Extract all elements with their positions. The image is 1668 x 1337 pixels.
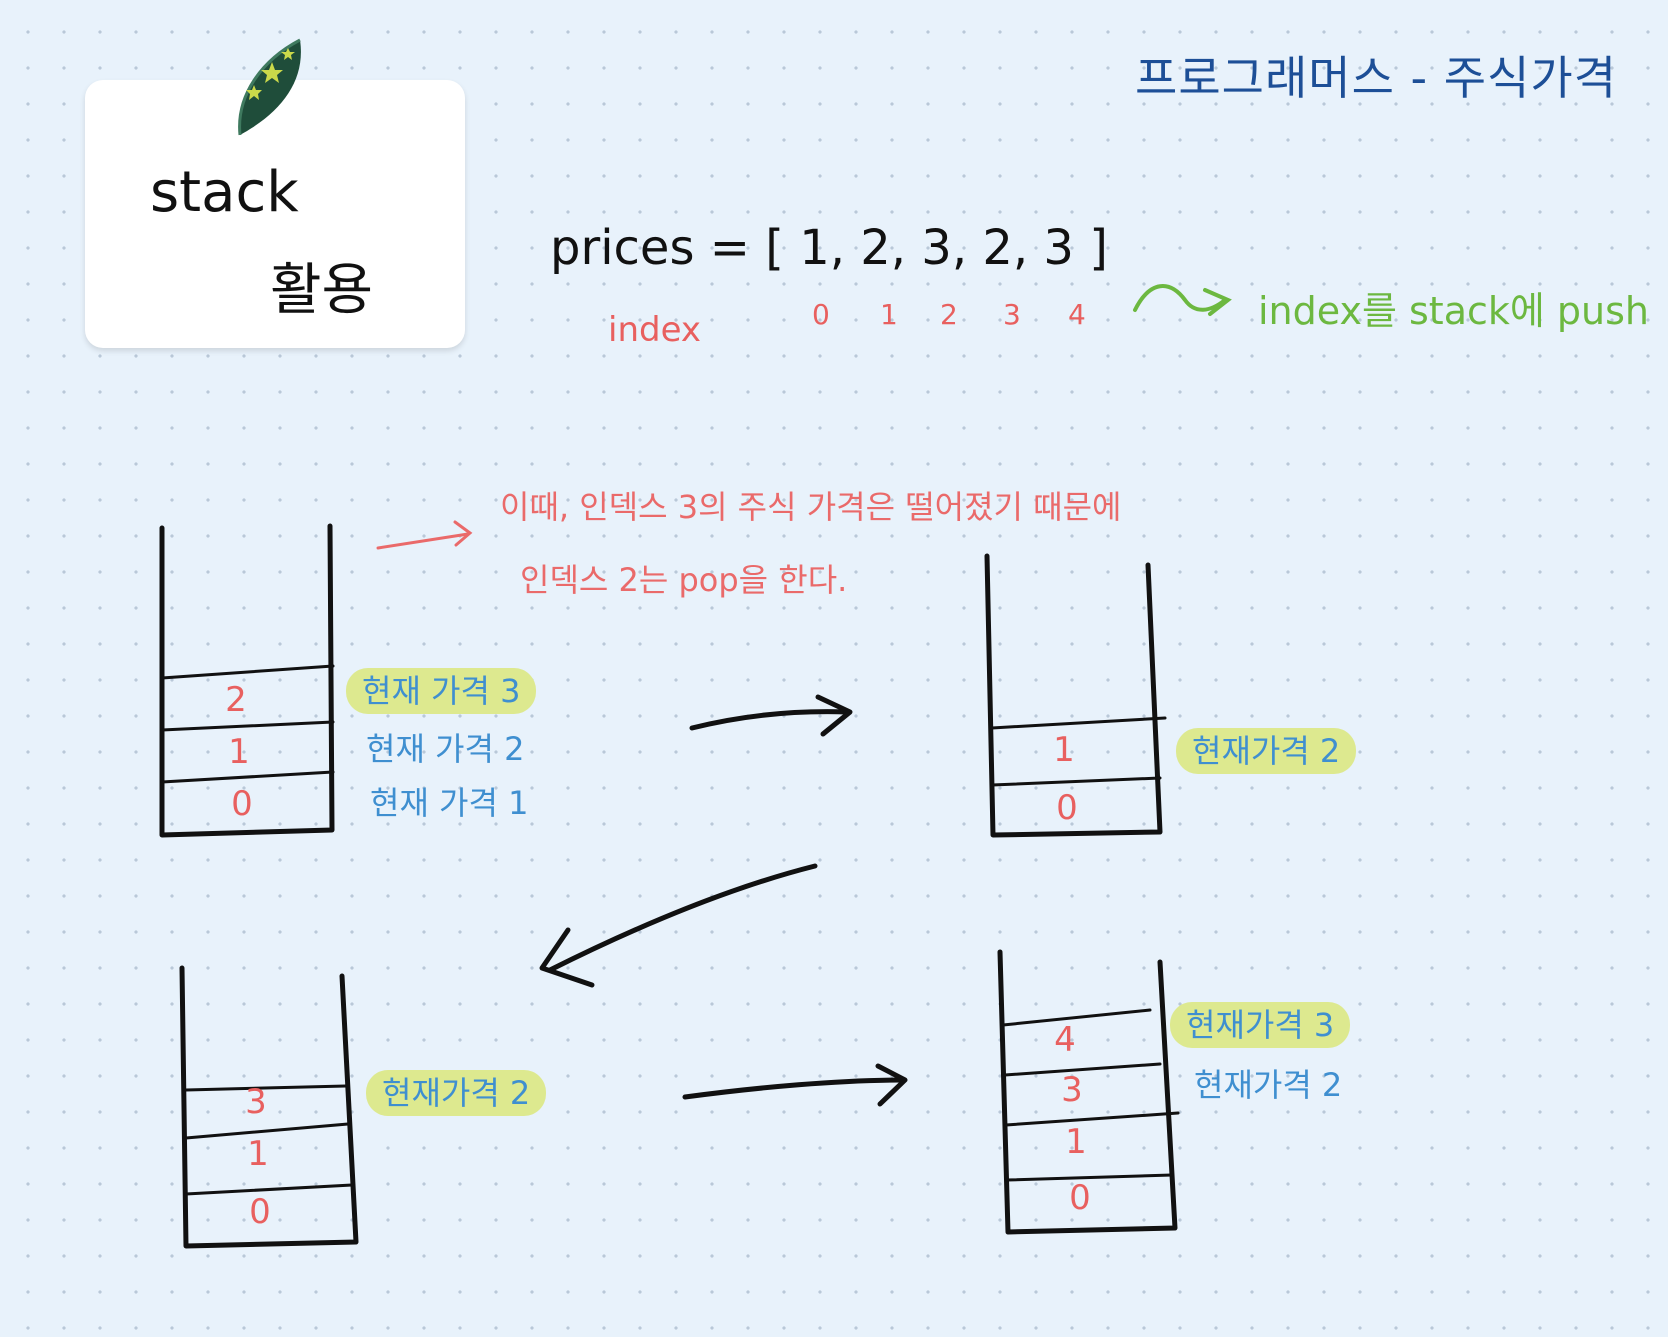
- stack1-price-label: 현재 가격 2: [366, 730, 525, 768]
- stack3-item: 0: [249, 1192, 271, 1232]
- stack3-price-label: 현재가격 2: [366, 1068, 547, 1116]
- stack1-item: 1: [228, 732, 250, 772]
- stack2-item: 1: [1053, 730, 1075, 770]
- sticky-card: [85, 80, 465, 348]
- stack1-divider: [160, 770, 335, 784]
- index-3: 3: [1003, 298, 1021, 331]
- index-label: index: [608, 310, 702, 350]
- stack1-divider: [160, 664, 335, 680]
- stack1-price-label: 현재 가격 3: [346, 666, 537, 714]
- prices-formula: prices = [ 1, 2, 3, 2, 3 ]: [550, 220, 1108, 276]
- stack1-container: [159, 523, 335, 838]
- stack4-divider: [1005, 1173, 1174, 1182]
- index-4: 4: [1068, 298, 1086, 331]
- stack2-divider: [990, 776, 1162, 787]
- stack4-divider: [1003, 1062, 1162, 1077]
- index-2: 2: [940, 298, 958, 331]
- stack1-price-label: 현재 가격 1: [370, 784, 529, 822]
- red-note-line2: 인덱스 2는 pop을 한다.: [520, 561, 848, 599]
- stack4-item: 0: [1069, 1178, 1091, 1218]
- stack3-container: [179, 965, 359, 1249]
- arrow-right-bottom: [682, 1077, 906, 1100]
- stack2-divider: [990, 716, 1167, 730]
- green-note: index를 stack에 push: [1258, 289, 1650, 333]
- stack4-price-label: 현재가격 2: [1194, 1066, 1343, 1104]
- stack4-divider: [1001, 1008, 1152, 1027]
- stack4-item: 3: [1061, 1070, 1083, 1110]
- stack1-item: 0: [231, 784, 253, 824]
- arrow-right-top: [689, 709, 851, 731]
- arrow-diagonal: [547, 863, 818, 973]
- stack3-item: 1: [247, 1134, 269, 1174]
- stack4-divider: [1004, 1111, 1180, 1127]
- stack3-divider: [184, 1084, 348, 1092]
- stack4-item: 4: [1054, 1020, 1076, 1060]
- page-title: 프로그래머스 - 주식가격: [1135, 51, 1618, 105]
- stack2-container: [984, 553, 1163, 838]
- index-1: 1: [880, 298, 898, 331]
- stack1-divider: [160, 720, 335, 732]
- stack3-divider: [184, 1183, 354, 1196]
- stack2-item: 0: [1056, 788, 1078, 828]
- stack4-container: [997, 949, 1178, 1235]
- stack2-price-label: 현재가격 2: [1176, 726, 1357, 774]
- card-subtitle: 활용: [270, 258, 374, 323]
- stack3-item: 3: [245, 1082, 267, 1122]
- stack3-divider: [184, 1122, 350, 1140]
- card-title: stack: [150, 160, 299, 225]
- red-note-line1: 이때, 인덱스 3의 주식 가격은 떨어졌기 때문에: [500, 488, 1122, 526]
- stack4-price-label: 현재가격 3: [1170, 1000, 1351, 1048]
- stack1-item: 2: [225, 680, 247, 720]
- index-0: 0: [812, 298, 830, 331]
- stack4-item: 1: [1065, 1122, 1087, 1162]
